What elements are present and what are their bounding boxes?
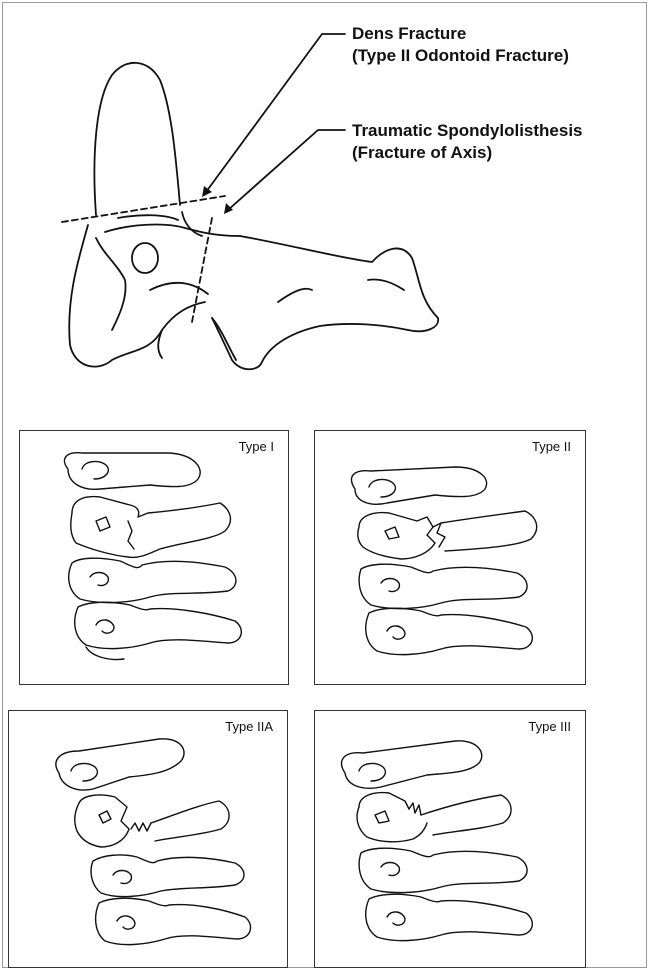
c1-atlas-outline — [342, 741, 482, 788]
traumatic-spondylolisthesis-callout: Traumatic Spondylolisthesis (Fracture of… — [352, 120, 583, 164]
dens-leader-arrowhead — [202, 186, 212, 197]
c1-atlas-outline — [352, 467, 487, 504]
dens-fracture-title: Dens Fracture — [352, 23, 569, 45]
panel-label-type-iii: Type III — [528, 719, 571, 734]
c2-axis-outline — [359, 793, 409, 809]
c4-outline — [75, 602, 242, 648]
panel-label-type-iia: Type IIA — [225, 719, 273, 734]
dens-fracture-subtitle: (Type II Odontoid Fracture) — [352, 45, 569, 67]
panel-type-iii: Type III — [314, 710, 586, 968]
panel-type-i: Type I — [19, 430, 289, 685]
vertebral-foramen — [132, 243, 158, 273]
c3-outline — [359, 564, 527, 608]
c4-outline — [366, 894, 533, 940]
dens-fracture-callout: Dens Fracture (Type II Odontoid Fracture… — [352, 23, 569, 67]
panel-label-type-ii: Type II — [532, 439, 571, 454]
c4-outline — [366, 608, 533, 654]
spinous-process-outline — [212, 236, 438, 369]
c2-axis-outline — [358, 513, 435, 559]
traumatic-spondylolisthesis-title: Traumatic Spondylolisthesis — [352, 120, 583, 142]
panel-type-iia: Type IIA — [8, 710, 288, 968]
axis-leader-arrowhead — [224, 203, 233, 214]
body-fracture-line — [409, 803, 421, 815]
comminuted-fracture — [131, 823, 151, 831]
c4-outline — [96, 898, 251, 944]
panel-label-type-i: Type I — [239, 439, 274, 454]
c2-axis-outline — [71, 497, 231, 558]
traumatic-spondylolisthesis-subtitle: (Fracture of Axis) — [352, 142, 583, 164]
c3-outline — [91, 855, 244, 897]
c3-outline — [69, 558, 236, 602]
dens-outline — [94, 63, 180, 215]
axis-leader-line — [228, 130, 345, 210]
c1-atlas-outline — [64, 453, 200, 490]
c1-atlas-outline — [56, 739, 184, 790]
panel-type-ii: Type II — [314, 430, 586, 685]
c3-outline — [359, 848, 527, 892]
dens-fracture-line — [62, 196, 225, 222]
